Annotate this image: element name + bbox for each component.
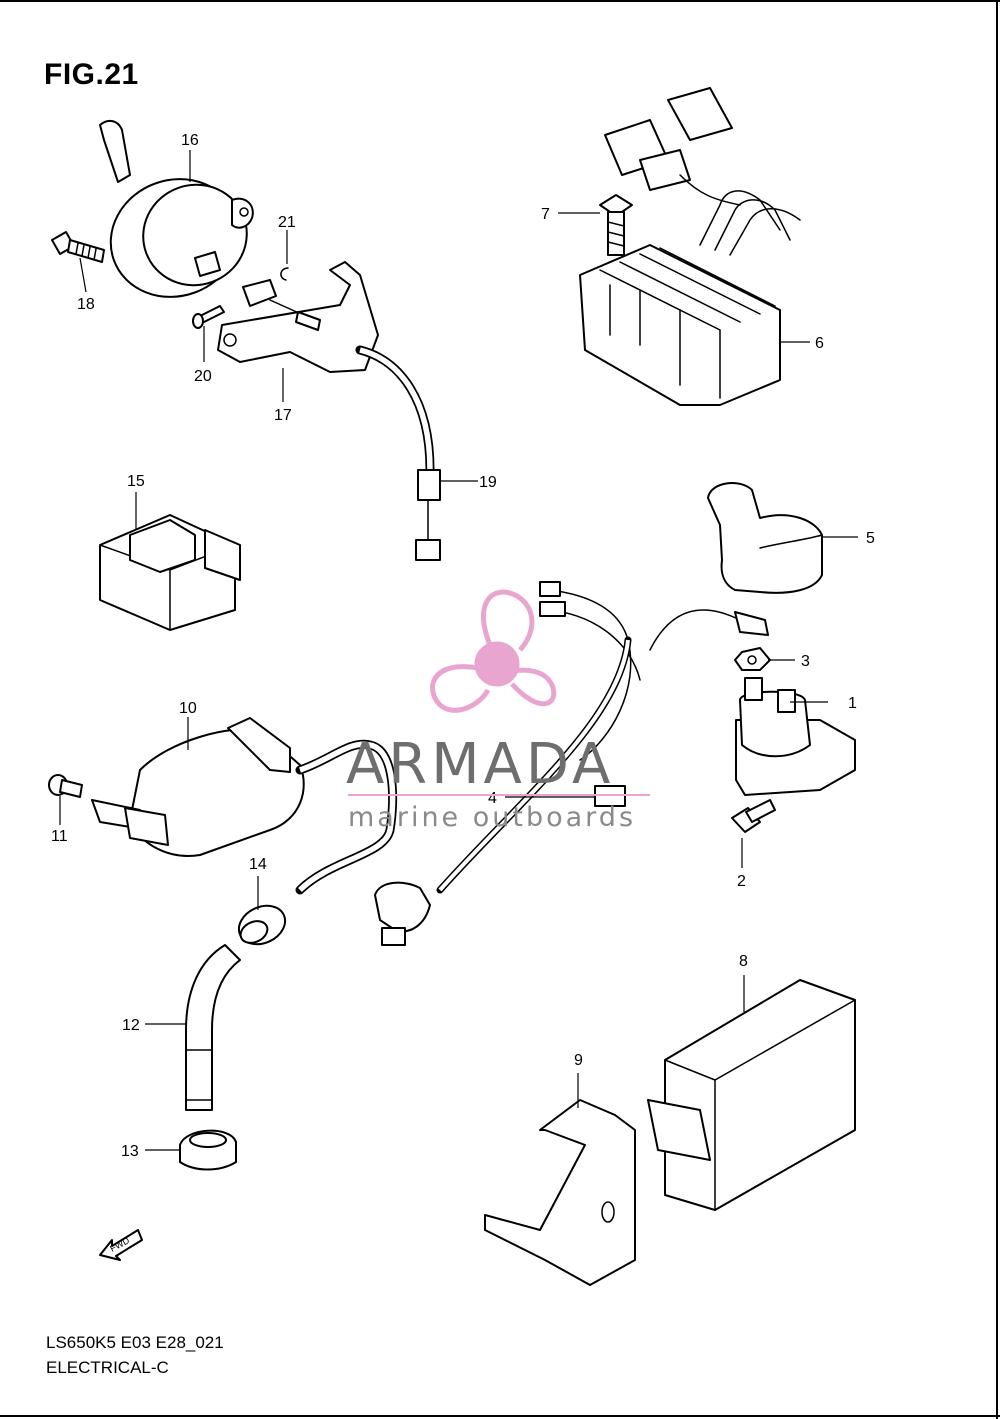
callout-2: 2 <box>737 873 746 890</box>
screw-11-part[interactable] <box>48 774 83 798</box>
callout-16: 16 <box>181 132 199 149</box>
callout-7: 7 <box>541 206 550 223</box>
bracket-9-part[interactable] <box>484 1099 636 1286</box>
regulator-part[interactable] <box>579 87 801 406</box>
bolt-18-part[interactable] <box>51 231 105 263</box>
callout-21: 21 <box>278 214 296 231</box>
watermark-tagline: marine outboards <box>348 802 636 833</box>
leader-lines <box>59 150 858 1151</box>
boot-5-part[interactable] <box>707 482 823 594</box>
horn-part[interactable] <box>94 119 261 315</box>
seal-13-part[interactable] <box>179 1129 237 1171</box>
propeller-logo-icon <box>430 589 557 713</box>
callout-8: 8 <box>739 953 748 970</box>
callout-1: 1 <box>848 695 857 712</box>
bottom-border <box>0 1415 1000 1417</box>
nut-3-part[interactable] <box>734 647 771 671</box>
top-border <box>0 0 1000 2</box>
callout-17: 17 <box>274 407 292 424</box>
ignition-coil-10-part[interactable] <box>91 717 398 895</box>
clip-21-part[interactable] <box>280 267 289 281</box>
right-border <box>996 0 998 1419</box>
figure-section: ELECTRICAL-C <box>46 1358 169 1377</box>
callout-10: 10 <box>179 700 197 717</box>
callout-14: 14 <box>249 856 267 873</box>
callout-12: 12 <box>122 1017 140 1034</box>
pin-20-part[interactable] <box>192 305 225 329</box>
cable-19-part[interactable] <box>269 299 441 561</box>
callout-11: 11 <box>51 828 68 845</box>
figure-title: FIG.21 <box>44 58 139 91</box>
callout-3: 3 <box>801 653 810 670</box>
callout-13: 13 <box>121 1143 139 1160</box>
relay-15-part[interactable] <box>99 514 241 631</box>
bolt-7-part[interactable] <box>599 194 633 256</box>
ecu-8-part[interactable] <box>647 979 856 1211</box>
callout-5: 5 <box>866 530 875 547</box>
callout-4: 4 <box>488 790 497 807</box>
callout-18: 18 <box>77 296 95 313</box>
callout-9: 9 <box>574 1052 583 1069</box>
watermark: ARMADA marine outboards <box>346 589 650 833</box>
grommet-14-part[interactable] <box>233 899 292 952</box>
starter-relay-1-part[interactable] <box>735 677 856 796</box>
harness-4-part[interactable] <box>374 581 769 946</box>
callout-6: 6 <box>815 335 824 352</box>
callout-19: 19 <box>479 474 497 491</box>
figure-code: LS650K5 E03 E28_021 <box>46 1333 224 1352</box>
forward-arrow-icon: FWD <box>99 1229 143 1261</box>
callout-labels: 1 2 3 4 5 6 7 8 9 10 11 12 13 14 15 16 1… <box>51 132 875 1160</box>
bolt-2-part[interactable] <box>731 799 776 833</box>
callout-15: 15 <box>127 473 145 490</box>
plug-cap-12-part[interactable] <box>185 944 241 1111</box>
watermark-brand: ARMADA <box>346 732 614 797</box>
callout-20: 20 <box>194 368 212 385</box>
